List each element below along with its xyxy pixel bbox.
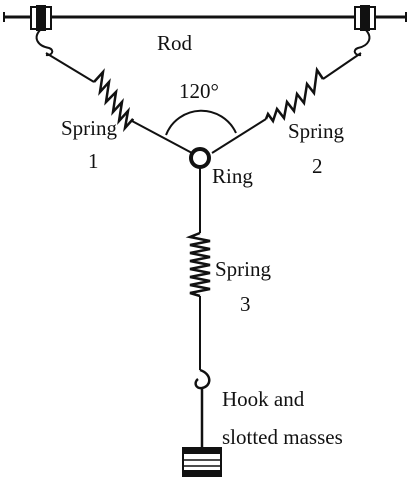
hook <box>194 368 211 448</box>
spring-1 <box>45 52 193 154</box>
spring-2-number: 2 <box>312 154 323 178</box>
spring-3-number: 3 <box>240 292 251 316</box>
ring <box>189 147 211 169</box>
spring-1-label: Spring <box>61 116 118 140</box>
spring-2 <box>211 52 362 154</box>
rod <box>3 12 407 22</box>
angle-label: 120° <box>179 79 219 103</box>
right-clamp <box>353 5 376 57</box>
slotted-masses <box>182 447 222 477</box>
left-clamp <box>30 5 54 57</box>
hook-label-line-1: Hook and <box>222 387 305 411</box>
spring-3 <box>185 167 211 370</box>
rod-label: Rod <box>157 31 193 55</box>
hook-label-line-2: slotted masses <box>222 425 343 449</box>
spring-1-number: 1 <box>88 149 99 173</box>
angle-arc <box>165 109 237 136</box>
spring-2-label: Spring <box>288 119 345 143</box>
spring-3-label: Spring <box>215 257 272 281</box>
ring-label: Ring <box>212 164 253 188</box>
